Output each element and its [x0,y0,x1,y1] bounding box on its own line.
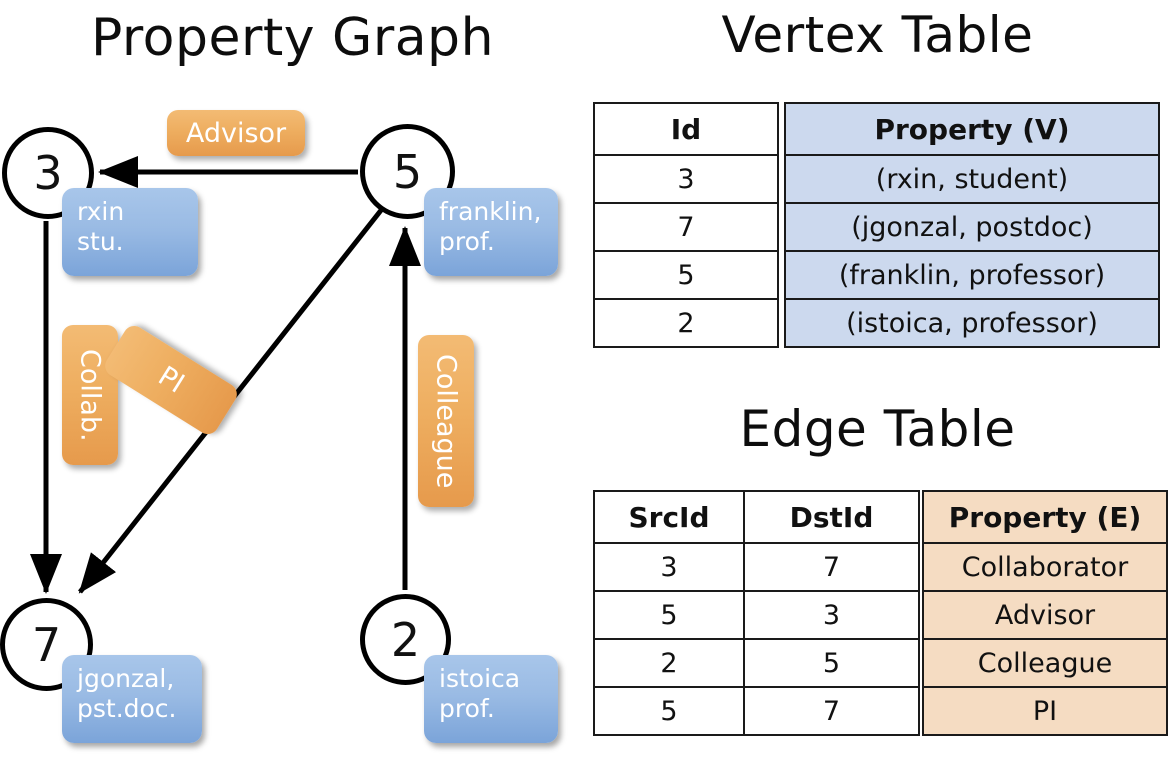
property-graph-diagram: 3 5 7 2 rxin stu. franklin, prof. jgonza… [0,110,558,743]
table-row[interactable]: 3 [593,154,779,204]
vertex-badge-7-line-2: pst.doc. [77,693,177,723]
table-row[interactable]: 2 [593,298,779,348]
vertex-table-id-column: Id 3 7 5 2 [593,102,779,348]
vertex-id-cell: 7 [593,202,779,252]
edge-table-header-srcid: SrcId [593,490,745,544]
edge-table-header-property: Property (E) [922,490,1168,544]
vertex-badge-7-line-1: jgonzal, [77,664,175,693]
edge-property-badge-advisor: Advisor [167,110,305,156]
graph-node-3-label: 3 [33,146,63,200]
table-row[interactable]: (franklin, professor) [784,250,1160,300]
page-title-vertex-table: Vertex Table [721,6,1034,64]
vertex-badge-3-line-1: rxin [77,197,125,226]
edge-dst-cell: 3 [743,590,920,640]
vertex-property-badge-5: franklin, prof. [424,188,558,276]
edge-property-cell: Advisor [922,590,1168,640]
graph-node-5[interactable]: 5 [360,124,455,219]
vertex-property-cell: (istoica, professor) [784,298,1160,348]
table-header-row: Property (E) [922,490,1168,544]
edge-property-badge-colleague: Colleague [418,335,474,507]
edge-src-cell: 2 [593,638,745,688]
edge-dst-cell: 7 [743,542,920,592]
table-row[interactable]: (istoica, professor) [784,298,1160,348]
edge-src-cell: 5 [593,686,745,736]
vertex-id-cell: 3 [593,154,779,204]
edge-property-cell: PI [922,686,1168,736]
edge-table-id-columns: SrcId DstId 3 7 5 3 2 5 5 7 [593,490,920,736]
vertex-property-badge-7: jgonzal, pst.doc. [62,655,202,743]
vertex-id-cell: 5 [593,250,779,300]
vertex-property-cell: (jgonzal, postdoc) [784,202,1160,252]
table-row[interactable]: 7 [593,202,779,252]
edge-property-badge-collab: Collab. [62,325,118,465]
edge-src-cell: 5 [593,590,745,640]
graph-node-2[interactable]: 2 [360,594,451,685]
table-row[interactable]: 2 5 [593,638,920,688]
graph-node-5-label: 5 [392,144,423,199]
vertex-table-property-column: Property (V) (rxin, student) (jgonzal, p… [784,102,1160,348]
table-row[interactable]: 5 [593,250,779,300]
vertex-badge-5-line-1: franklin, [439,197,542,226]
table-row[interactable]: (jgonzal, postdoc) [784,202,1160,252]
table-row[interactable]: Collaborator [922,542,1168,592]
table-header-row: Id [593,102,779,156]
vertex-property-cell: (franklin, professor) [784,250,1160,300]
edge-table-property-column: Property (E) Collaborator Advisor Collea… [922,490,1168,736]
page-title-edge-table: Edge Table [739,400,1016,458]
vertex-badge-2-line-1: istoica [439,664,521,693]
table-row[interactable]: 5 7 [593,686,920,736]
edge-property-cell: Collaborator [922,542,1168,592]
table-row[interactable]: Advisor [922,590,1168,640]
table-row[interactable]: 3 7 [593,542,920,592]
vertex-badge-5-line-2: prof. [439,226,495,256]
vertex-property-cell: (rxin, student) [784,154,1160,204]
table-header-row: SrcId DstId [593,490,920,544]
vertex-badge-3-line-2: stu. [77,226,124,256]
edge-table-header-dstid: DstId [743,490,920,544]
table-row[interactable]: 5 3 [593,590,920,640]
table-row[interactable]: (rxin, student) [784,154,1160,204]
vertex-table-header-property: Property (V) [784,102,1160,156]
table-header-row: Property (V) [784,102,1160,156]
page-title-property-graph: Property Graph [90,8,495,68]
edge-property-cell: Colleague [922,638,1168,688]
edge-dst-cell: 7 [743,686,920,736]
edge-dst-cell: 5 [743,638,920,688]
vertex-property-badge-2: istoica prof. [424,655,558,743]
graph-node-7-label: 7 [31,617,62,672]
vertex-badge-2-line-2: prof. [439,693,495,723]
table-row[interactable]: Colleague [922,638,1168,688]
vertex-id-cell: 2 [593,298,779,348]
table-row[interactable]: PI [922,686,1168,736]
vertex-table-header-id: Id [593,102,779,156]
vertex-property-badge-3: rxin stu. [62,188,198,276]
edge-src-cell: 3 [593,542,745,592]
graph-node-2-label: 2 [390,612,421,667]
